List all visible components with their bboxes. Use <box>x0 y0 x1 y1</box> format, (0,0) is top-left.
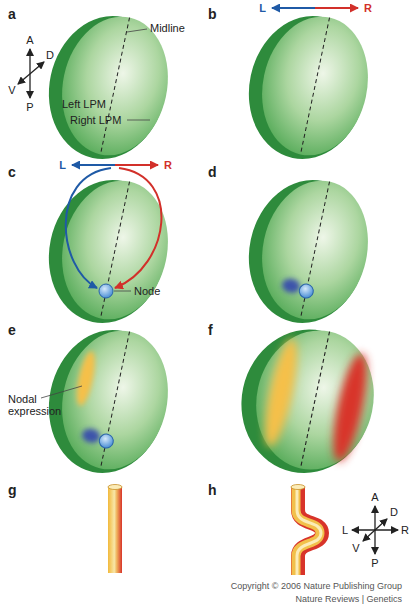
embryo-shape <box>236 4 381 170</box>
left-arrow <box>72 164 115 166</box>
embryo <box>236 168 381 334</box>
leader-line <box>127 29 147 32</box>
right-arrow <box>115 164 158 166</box>
panel-label: b <box>208 7 217 22</box>
panel-label: c <box>8 165 16 180</box>
node-circle <box>298 283 315 300</box>
embryo-shape <box>228 316 386 485</box>
node-circle <box>99 284 113 298</box>
node-label: Node <box>134 285 160 297</box>
signal-blob <box>81 427 102 444</box>
looped-heart-tube <box>296 487 322 575</box>
axis-label: P <box>26 101 33 113</box>
axis-label: D <box>46 49 54 61</box>
node-circle: Node <box>99 284 113 298</box>
expression-stripe <box>327 351 374 464</box>
tube-opening <box>108 485 122 490</box>
axis-line <box>363 519 387 541</box>
part-label: Midline <box>150 22 185 34</box>
direction-label: R <box>164 159 172 171</box>
axis-label: L <box>342 524 348 536</box>
part-label: Left LPM <box>62 98 106 110</box>
signal-arrow <box>66 168 111 288</box>
embryo-shape <box>236 168 381 334</box>
right-arrow <box>315 7 358 9</box>
embryo <box>236 4 381 170</box>
embryo <box>36 318 181 484</box>
copyright-note: Nature Reviews | Genetics <box>296 594 402 604</box>
panel-label: e <box>8 323 16 338</box>
expression-stripe <box>73 350 98 408</box>
axis-line <box>18 62 44 84</box>
embryo-shape <box>36 168 181 334</box>
axis-label: V <box>352 542 359 554</box>
signal-arrow <box>115 168 161 288</box>
axis-symbol <box>352 506 398 554</box>
node-circle <box>98 433 115 450</box>
expression-stripe <box>259 337 304 449</box>
axis-label: V <box>8 84 15 96</box>
panel-label: h <box>208 483 217 498</box>
part-label: Right LPM <box>70 114 121 126</box>
leader-line <box>41 386 82 398</box>
axis-symbol <box>18 49 44 98</box>
embryo <box>228 316 386 485</box>
axis-label: R <box>401 524 409 536</box>
axis-label: P <box>371 557 378 569</box>
axis-label: A <box>26 34 33 46</box>
tube-opening <box>291 485 305 490</box>
axis-label: D <box>390 506 398 518</box>
tube-body <box>297 487 321 575</box>
direction-label: L <box>259 2 266 14</box>
expression-label: Nodal expression <box>8 393 66 417</box>
embryo-shape <box>36 318 181 484</box>
panel-label: f <box>208 323 213 338</box>
axis-label: A <box>371 491 378 503</box>
left-arrow <box>272 7 315 9</box>
panel-label: a <box>8 7 16 22</box>
copyright-note: Copyright © 2006 Nature Publishing Group <box>231 581 402 591</box>
embryo <box>36 168 181 334</box>
direction-label: R <box>364 2 372 14</box>
panel-label: d <box>208 165 217 180</box>
panel-label: g <box>8 483 17 498</box>
leader-line <box>127 120 150 121</box>
direction-label: L <box>59 159 66 171</box>
signal-blob <box>281 277 302 294</box>
tube-body <box>296 487 320 575</box>
leader-line <box>114 291 131 292</box>
node-outline <box>99 284 113 298</box>
heart-tube <box>108 487 122 573</box>
